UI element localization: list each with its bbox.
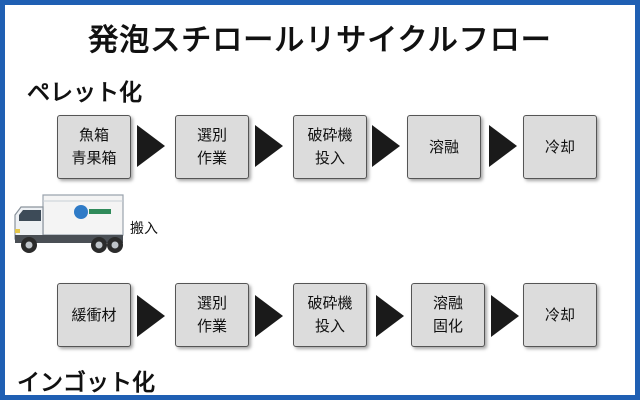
ingot-arrow-2 xyxy=(255,295,283,337)
ingot-step-sorting: 選別 作業 xyxy=(175,283,249,347)
delivery-truck-icon xyxy=(14,194,124,253)
ingot-section-label: インゴット化 xyxy=(17,370,155,395)
ingot-step-melt-solidify: 溶融 固化 xyxy=(411,283,485,347)
pellet-arrow-3 xyxy=(372,125,400,167)
pellet-step-melting: 溶融 xyxy=(407,115,481,179)
pellet-arrow-4 xyxy=(489,125,517,167)
pellet-arrow-1 xyxy=(137,125,165,167)
ingot-arrow-3 xyxy=(376,295,404,337)
pellet-step-crusher: 破砕機 投入 xyxy=(293,115,367,179)
diagram-panel: 発泡スチロールリサイクルフロー ペレット化 魚箱 青果箱 選別 作業 破砕機 投… xyxy=(5,5,635,395)
delivery-label: 搬入 xyxy=(130,221,158,237)
pellet-step-cooling: 冷却 xyxy=(523,115,597,179)
ingot-step-crusher: 破砕機 投入 xyxy=(293,283,367,347)
pellet-section-label: ペレット化 xyxy=(27,80,142,106)
ingot-arrow-4 xyxy=(491,295,519,337)
ingot-step-cushioning: 緩衝材 xyxy=(57,283,131,347)
ingot-arrow-1 xyxy=(137,295,165,337)
pellet-step-fish-boxes: 魚箱 青果箱 xyxy=(57,115,131,179)
pellet-step-sorting: 選別 作業 xyxy=(175,115,249,179)
ingot-step-cooling: 冷却 xyxy=(523,283,597,347)
pellet-arrow-2 xyxy=(255,125,283,167)
diagram-title: 発泡スチロールリサイクルフロー xyxy=(88,23,552,58)
